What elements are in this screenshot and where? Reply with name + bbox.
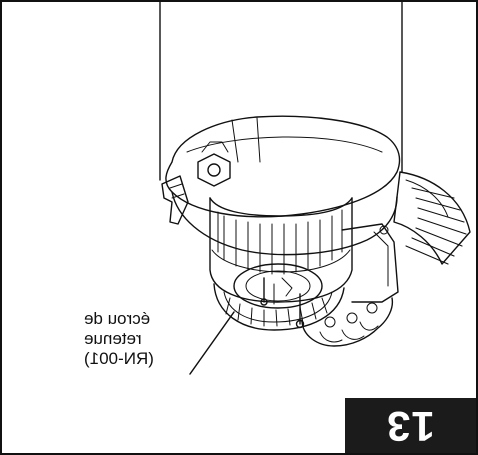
corrugated-hose <box>393 171 471 265</box>
side-bracket <box>341 223 399 303</box>
side-latch <box>161 175 189 225</box>
callout-leader-line <box>189 311 235 375</box>
callout-line-3: (RN-001) <box>84 349 154 368</box>
inner-opening <box>233 263 323 309</box>
callout-line-2: retenue <box>84 329 142 348</box>
retainer-ring-outer <box>213 283 345 331</box>
lower-cap <box>301 297 394 347</box>
body-cylinder <box>209 197 353 303</box>
callout-label: écrou de retenue (RN-001) <box>84 309 182 369</box>
step-number-badge: 13 <box>345 398 476 453</box>
flange-top <box>165 115 401 218</box>
flange-nut <box>197 153 231 187</box>
callout-line-1: écrou de <box>84 309 151 328</box>
step-number: 13 <box>386 402 435 450</box>
